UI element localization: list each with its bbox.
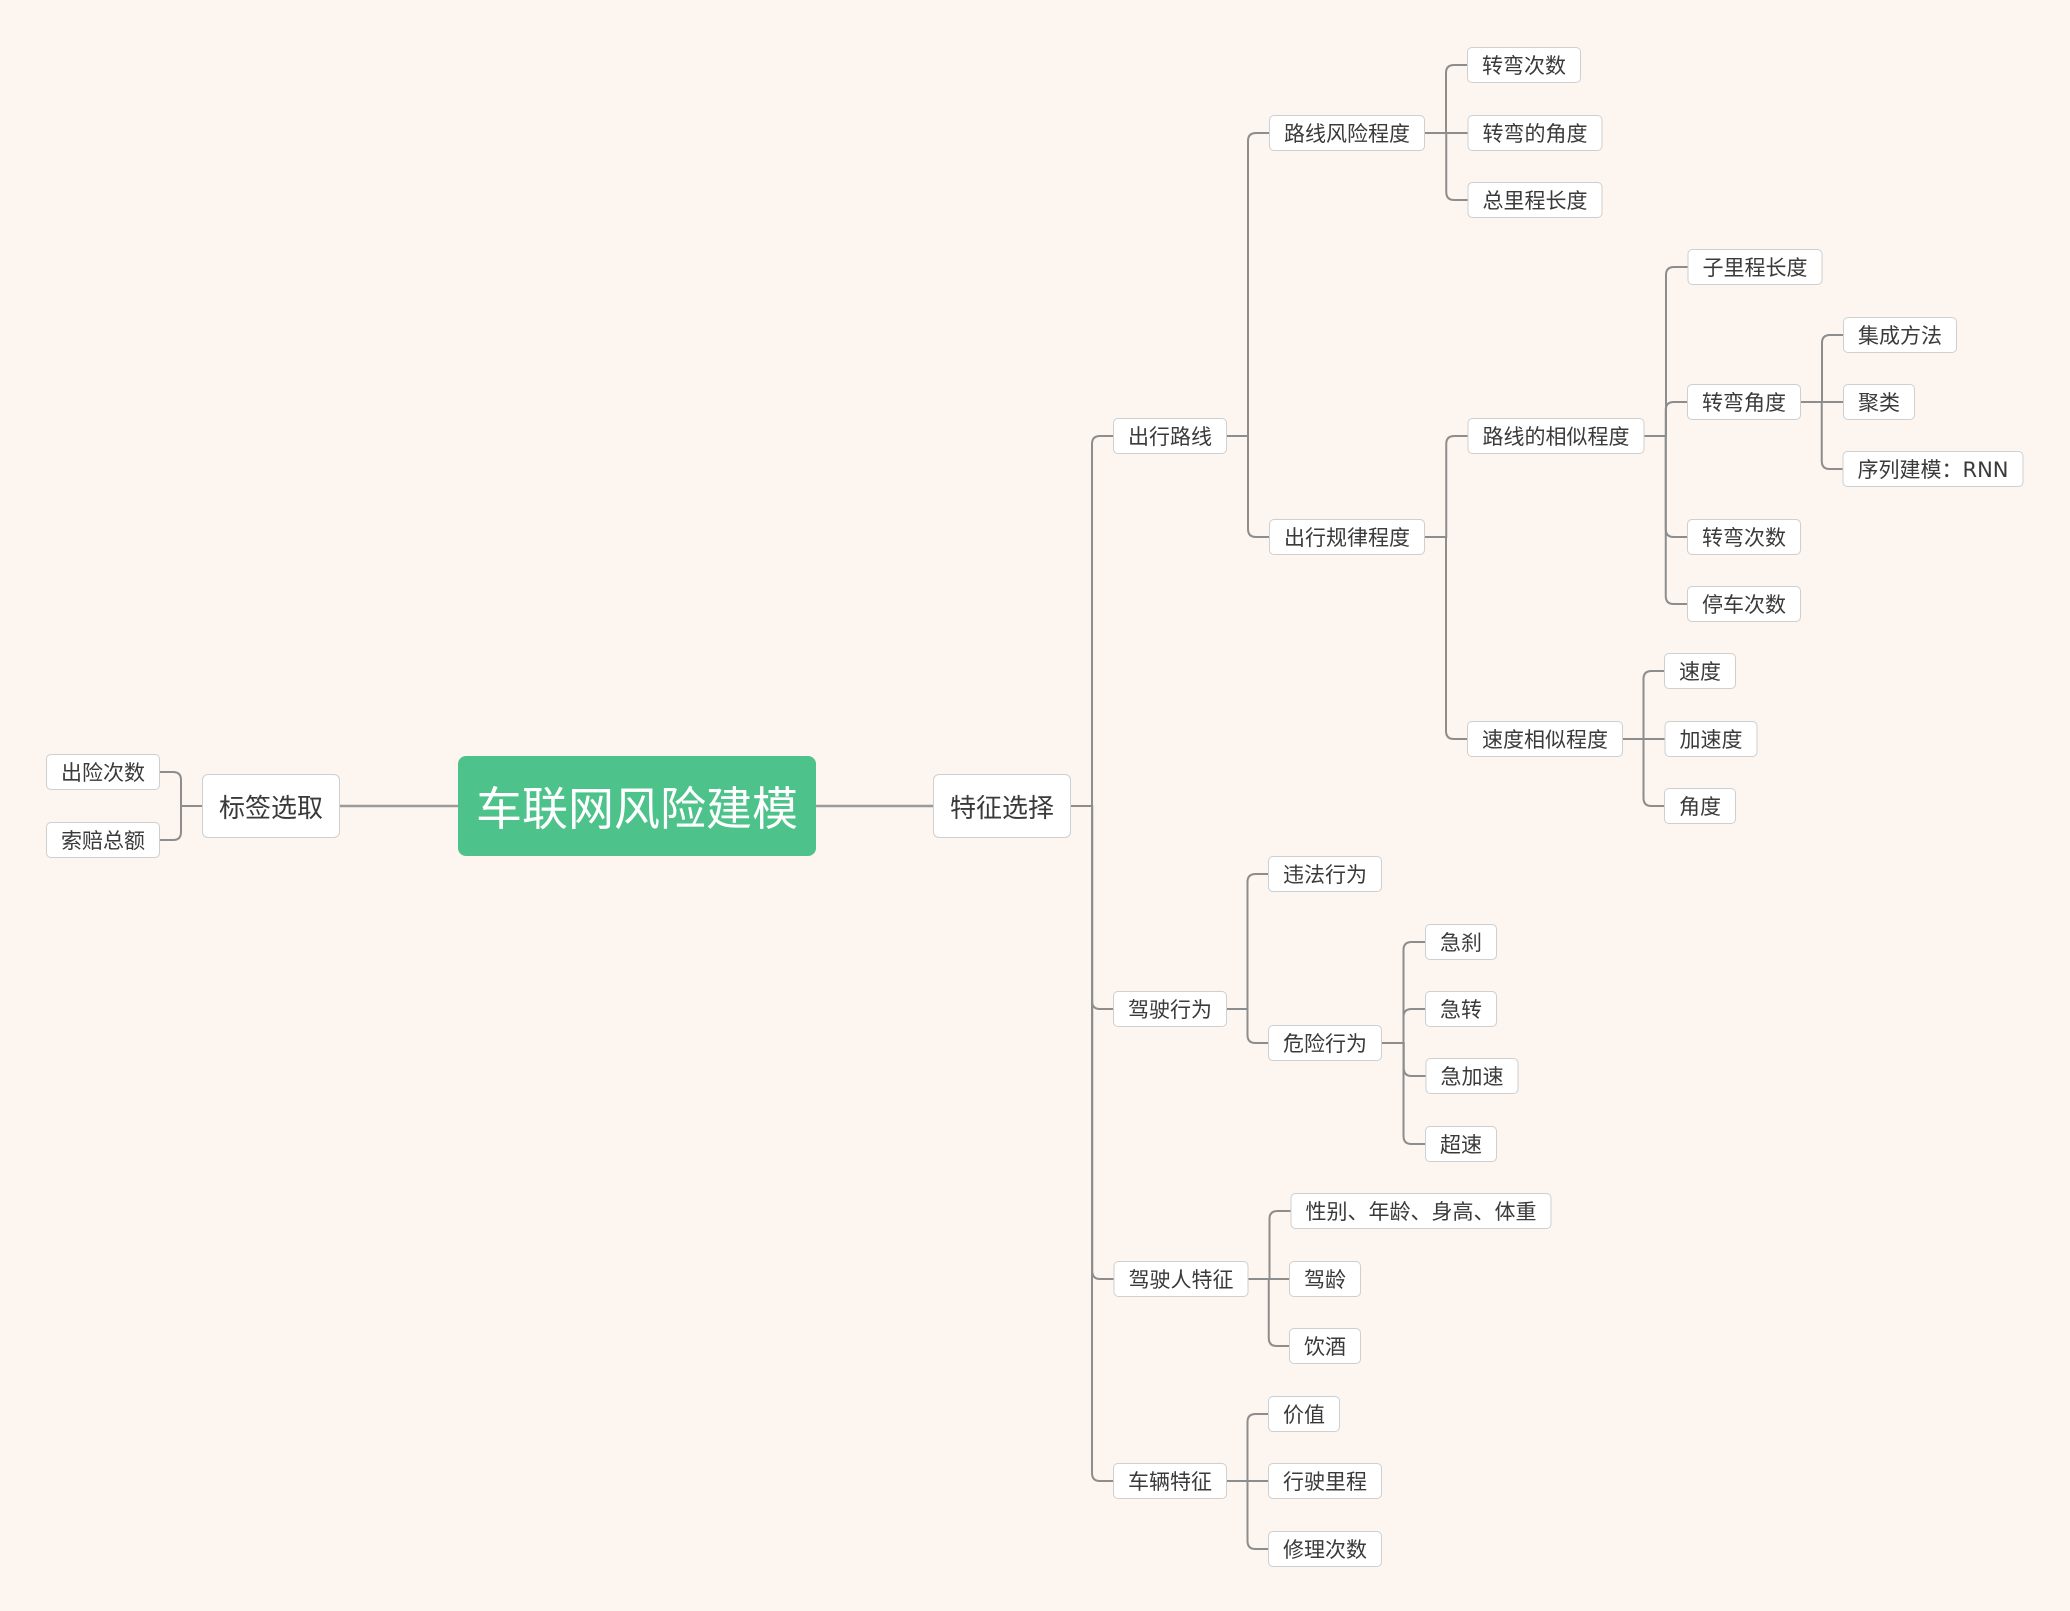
demographics-node[interactable]: 性别、年龄、身高、体重 — [1290, 1193, 1552, 1229]
connector-line — [1644, 266, 1688, 437]
connector-line — [1425, 64, 1467, 134]
route-risk-node[interactable]: 路线风险程度 — [1269, 115, 1425, 151]
claim-count-node[interactable]: 出险次数 — [46, 754, 160, 790]
sharp-turn-node[interactable]: 急转 — [1425, 991, 1497, 1027]
connector-line — [1248, 1210, 1291, 1280]
similarity-turn-count-node[interactable]: 转弯次数 — [1687, 519, 1801, 555]
connector-line — [1227, 1008, 1268, 1044]
connector-line — [1425, 132, 1468, 201]
vehicle-features-node[interactable]: 车辆特征 — [1113, 1463, 1227, 1499]
angle-node[interactable]: 角度 — [1664, 788, 1736, 824]
connector-line — [1227, 132, 1269, 437]
connector-line — [1227, 1480, 1268, 1550]
driving-years-node[interactable]: 驾龄 — [1289, 1261, 1361, 1297]
drinking-node[interactable]: 饮酒 — [1289, 1328, 1361, 1364]
acceleration-node[interactable]: 加速度 — [1664, 721, 1758, 757]
connector-line — [1644, 435, 1687, 605]
connector-line — [1425, 536, 1467, 740]
connector-line — [1644, 401, 1687, 437]
ensemble-method-node[interactable]: 集成方法 — [1843, 317, 1957, 353]
connector-line — [1623, 738, 1664, 807]
connector-line — [1071, 435, 1113, 807]
feature-selection-node[interactable]: 特征选择 — [932, 774, 1072, 838]
root-node[interactable]: 车联网风险建模 — [458, 756, 816, 856]
dangerous-behavior-node[interactable]: 危险行为 — [1268, 1025, 1382, 1061]
vehicle-mileage-node[interactable]: 行驶里程 — [1268, 1463, 1382, 1499]
connector-line — [1623, 670, 1664, 740]
speeding-node[interactable]: 超速 — [1425, 1126, 1497, 1162]
connector-line — [1801, 401, 1843, 470]
travel-route-node[interactable]: 出行路线 — [1113, 418, 1227, 454]
connector-line — [160, 771, 202, 807]
connector-line — [1382, 1008, 1425, 1044]
speed-node[interactable]: 速度 — [1664, 653, 1736, 689]
sequence-modeling-node[interactable]: 序列建模：RNN — [1842, 451, 2024, 487]
vehicle-value-node[interactable]: 价值 — [1268, 1396, 1340, 1432]
connector-line — [1071, 805, 1113, 1482]
turn-angle-node[interactable]: 转弯角度 — [1687, 384, 1801, 420]
connector-line — [1382, 941, 1425, 1044]
connector-line — [1227, 435, 1269, 538]
connector-line — [1382, 1042, 1425, 1145]
connector-line — [1801, 334, 1843, 403]
claim-amount-node[interactable]: 索赔总额 — [46, 822, 160, 858]
driver-features-node[interactable]: 驾驶人特征 — [1113, 1261, 1249, 1297]
travel-regularity-node[interactable]: 出行规律程度 — [1269, 519, 1425, 555]
label-selection-node[interactable]: 标签选取 — [201, 774, 341, 838]
illegal-behavior-node[interactable]: 违法行为 — [1268, 856, 1382, 892]
driving-behavior-node[interactable]: 驾驶行为 — [1113, 991, 1227, 1027]
connector-line — [1227, 873, 1268, 1010]
total-mileage-node[interactable]: 总里程长度 — [1467, 182, 1603, 218]
stop-count-node[interactable]: 停车次数 — [1687, 586, 1801, 622]
risk-turn-angle-node[interactable]: 转弯的角度 — [1467, 115, 1603, 151]
connector-line — [1425, 435, 1468, 538]
repair-count-node[interactable]: 修理次数 — [1268, 1531, 1382, 1567]
route-similarity-node[interactable]: 路线的相似程度 — [1467, 418, 1645, 454]
connector-line — [1227, 1413, 1268, 1482]
clustering-node[interactable]: 聚类 — [1843, 384, 1915, 420]
connector-line — [1248, 1278, 1289, 1347]
risk-turn-count-node[interactable]: 转弯次数 — [1467, 47, 1581, 83]
hard-braking-node[interactable]: 急刹 — [1425, 924, 1497, 960]
connector-line — [160, 805, 202, 841]
speed-similarity-node[interactable]: 速度相似程度 — [1467, 721, 1623, 757]
rapid-acceleration-node[interactable]: 急加速 — [1425, 1058, 1519, 1094]
sub-mileage-node[interactable]: 子里程长度 — [1687, 249, 1823, 285]
